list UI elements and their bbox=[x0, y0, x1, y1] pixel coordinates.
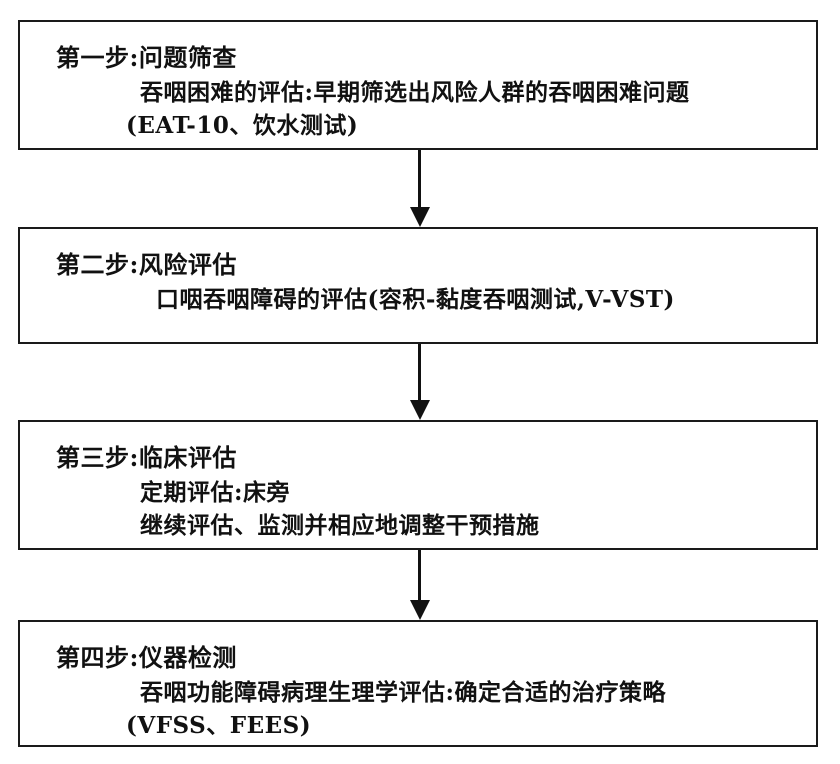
step-2-box: 第二步:风险评估 口咽吞咽障碍的评估(容积-黏度吞咽测试,V-VST) bbox=[18, 227, 818, 344]
step-2-line-1: 口咽吞咽障碍的评估(容积-黏度吞咽测试,V-VST) bbox=[156, 286, 675, 313]
arrow-head bbox=[410, 207, 430, 227]
step-4-line-2: (VFSS、FEES) bbox=[126, 712, 312, 739]
step-2-title: 第二步:风险评估 bbox=[56, 250, 237, 279]
down-arrow-icon bbox=[410, 550, 430, 620]
step-3-title: 第三步:临床评估 bbox=[56, 443, 237, 472]
arrow-shaft bbox=[418, 150, 421, 208]
arrow-shaft bbox=[418, 344, 421, 401]
arrow-head bbox=[410, 400, 430, 420]
step-1-title: 第一步:问题筛查 bbox=[56, 43, 237, 72]
step-4-box: 第四步:仪器检测 吞咽功能障碍病理生理学评估:确定合适的治疗策略 (VFSS、F… bbox=[18, 620, 818, 747]
arrow-head bbox=[410, 600, 430, 620]
step-3-line-1: 定期评估:床旁 bbox=[140, 479, 290, 506]
down-arrow-icon bbox=[410, 150, 430, 227]
step-4-line-1: 吞咽功能障碍病理生理学评估:确定合适的治疗策略 bbox=[140, 679, 666, 706]
step-1-line-1: 吞咽困难的评估:早期筛选出风险人群的吞咽困难问题 bbox=[140, 79, 690, 106]
arrow-shaft bbox=[418, 550, 421, 601]
step-4-title: 第四步:仪器检测 bbox=[56, 643, 237, 672]
step-3-line-2: 继续评估、监测并相应地调整干预措施 bbox=[140, 512, 540, 539]
step-1-box: 第一步:问题筛查 吞咽困难的评估:早期筛选出风险人群的吞咽困难问题 (EAT-1… bbox=[18, 20, 818, 150]
step-1-line-2: (EAT-10、饮水测试) bbox=[126, 112, 359, 139]
step-3-box: 第三步:临床评估 定期评估:床旁 继续评估、监测并相应地调整干预措施 bbox=[18, 420, 818, 550]
down-arrow-icon bbox=[410, 344, 430, 420]
